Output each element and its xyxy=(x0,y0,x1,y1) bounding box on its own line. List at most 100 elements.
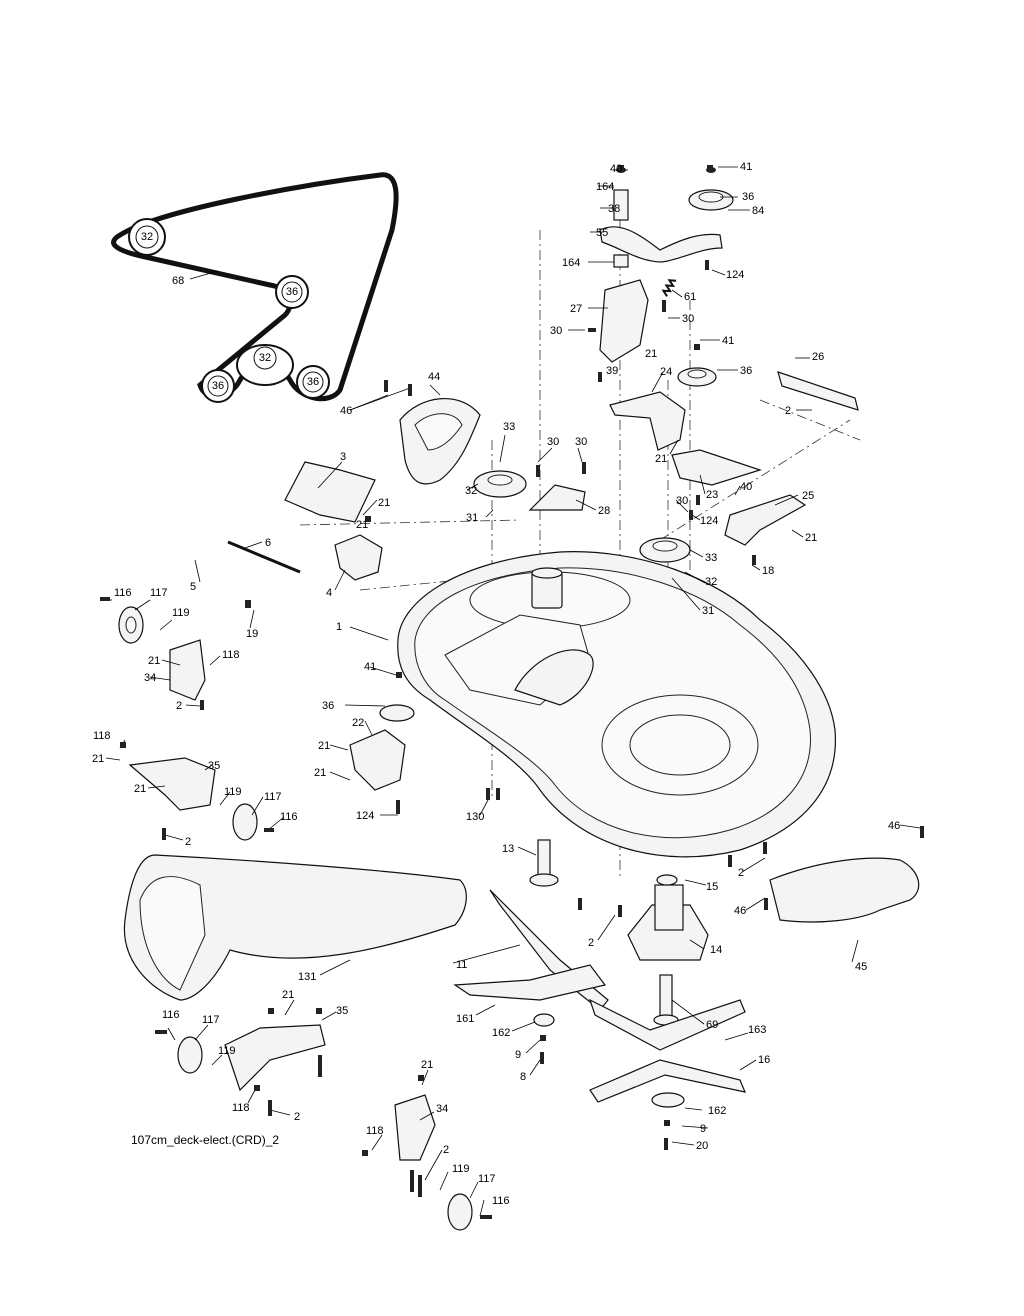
callout: 46 xyxy=(340,405,352,417)
belt-guard-55 xyxy=(599,226,723,263)
callout: 35 xyxy=(208,760,220,772)
callout: 21 xyxy=(134,783,146,795)
callout: 118 xyxy=(222,649,240,661)
callout: 16 xyxy=(758,1054,770,1066)
callout: 118 xyxy=(93,730,111,742)
callout: 1 xyxy=(336,621,342,633)
bracket-3 xyxy=(284,461,376,523)
callout: 2 xyxy=(294,1111,300,1123)
discharge-chute-131 xyxy=(123,854,467,1001)
belt-pulley-top-left: 32 xyxy=(128,218,166,256)
callout: 3 xyxy=(340,451,346,463)
callout: 131 xyxy=(298,971,316,983)
parts-artwork xyxy=(118,167,920,1231)
callout: 119 xyxy=(224,786,242,798)
callout: 21 xyxy=(282,989,294,1001)
callout: 2 xyxy=(785,405,791,417)
bracket-24 xyxy=(609,391,686,451)
callout: 2 xyxy=(185,836,191,848)
callout: 116 xyxy=(280,811,298,823)
callout: 21 xyxy=(805,532,817,544)
blade-16 xyxy=(589,1059,746,1103)
callout: 23 xyxy=(706,489,718,501)
callout: 18 xyxy=(762,565,774,577)
callout: 163 xyxy=(748,1024,766,1036)
callout: 30 xyxy=(682,313,694,325)
bracket-34-lower xyxy=(394,1094,436,1161)
callout: 20 xyxy=(696,1140,708,1152)
callout: 34 xyxy=(436,1103,448,1115)
callout: 5 xyxy=(190,581,196,593)
belt-pulley-center-idler: 32 xyxy=(236,344,294,386)
callout: 164 xyxy=(562,257,580,269)
callout: 124 xyxy=(726,269,744,281)
callout: 34 xyxy=(144,672,156,684)
callout: 40 xyxy=(610,163,622,175)
callout: 39 xyxy=(606,365,618,377)
callout: 30 xyxy=(550,325,562,337)
callout: 38 xyxy=(608,203,620,215)
callout: 117 xyxy=(264,791,282,803)
callout: 40 xyxy=(740,481,752,493)
callout: 2 xyxy=(588,937,594,949)
spindle-housing-14 xyxy=(627,904,709,961)
callout: 130 xyxy=(466,811,484,823)
blade-guard-45 xyxy=(769,857,920,923)
callout: 30 xyxy=(676,495,688,507)
belt-pulley-middle: 36 xyxy=(275,275,309,309)
callout: 25 xyxy=(802,490,814,502)
belt-diagram: 32 36 32 36 36 68 xyxy=(111,172,399,403)
callout: 162 xyxy=(492,1027,510,1039)
callout: 124 xyxy=(700,515,718,527)
callout: 41 xyxy=(364,661,376,673)
callout: 44 xyxy=(428,371,440,383)
callout: 164 xyxy=(596,181,614,193)
bracket-25 xyxy=(724,494,807,546)
callout: 27 xyxy=(570,303,582,315)
svg-text:32: 32 xyxy=(259,352,271,364)
bracket-34-left xyxy=(169,639,206,701)
bracket-28 xyxy=(528,484,586,511)
callout: 116 xyxy=(162,1009,180,1021)
callout: 9 xyxy=(700,1123,706,1135)
callout: 32 xyxy=(705,576,717,588)
callout: 6 xyxy=(265,537,271,549)
callout: 21 xyxy=(645,348,657,360)
diagram-caption: 107cm_deck-elect.(CRD)_2 xyxy=(131,1133,279,1147)
callout: 21 xyxy=(378,497,390,509)
callout: 36 xyxy=(322,700,334,712)
callout: 4 xyxy=(326,587,332,599)
callout: 30 xyxy=(575,436,587,448)
svg-text:36: 36 xyxy=(307,376,319,388)
callout: 24 xyxy=(660,366,672,378)
callout: 33 xyxy=(705,552,717,564)
callout: 21 xyxy=(318,740,330,752)
callout: 46 xyxy=(734,905,746,917)
bracket-4 xyxy=(334,534,383,581)
callout: 26 xyxy=(812,351,824,363)
callout: 21 xyxy=(314,767,326,779)
leader-lines xyxy=(102,166,921,1217)
callout: 22 xyxy=(352,717,364,729)
bracket-26 xyxy=(777,371,859,411)
svg-text:32: 32 xyxy=(141,231,153,243)
callout: 118 xyxy=(232,1102,250,1114)
callout: 45 xyxy=(855,961,867,973)
blade-163 xyxy=(588,998,746,1051)
callout: 9 xyxy=(515,1049,521,1061)
callout: 124 xyxy=(356,810,374,822)
callout: 14 xyxy=(710,944,722,956)
callout: 21 xyxy=(148,655,160,667)
callout: 13 xyxy=(502,843,514,855)
bracket-22 xyxy=(349,729,406,791)
blade-161 xyxy=(453,964,607,1001)
callout: 21 xyxy=(421,1059,433,1071)
callout: 2 xyxy=(176,700,182,712)
callout: 15 xyxy=(706,881,718,893)
callout: 2 xyxy=(738,867,744,879)
callout: 31 xyxy=(702,605,714,617)
callout: 119 xyxy=(452,1163,470,1175)
callout: 55 xyxy=(596,227,608,239)
hardware-marks xyxy=(100,165,924,1219)
